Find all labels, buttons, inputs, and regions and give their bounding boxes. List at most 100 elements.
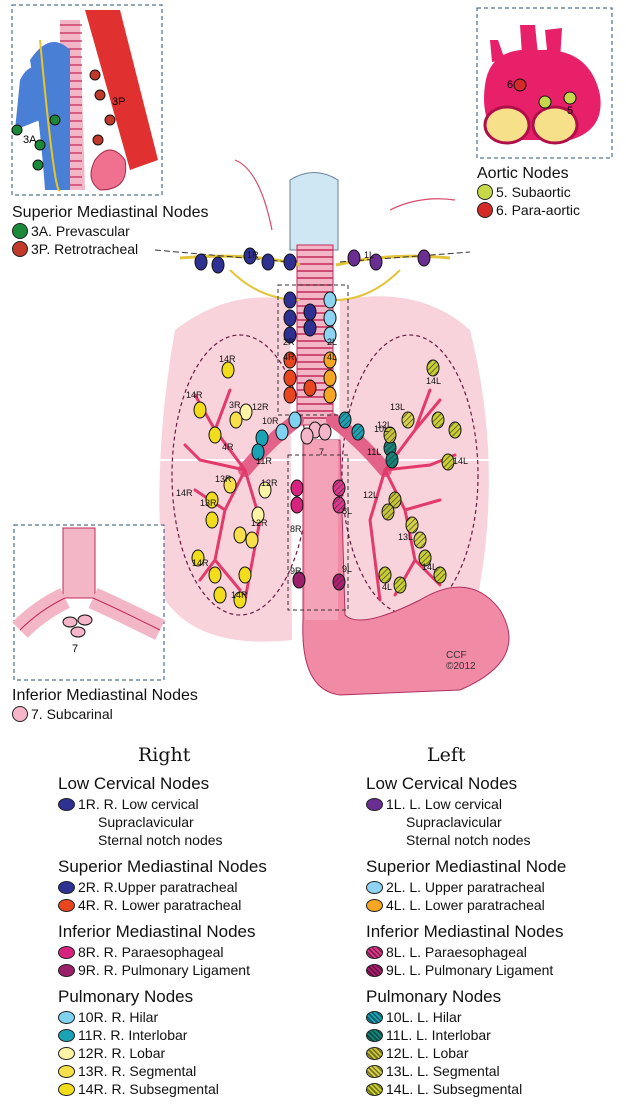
station-label: 12R xyxy=(261,478,278,488)
station-label: 10R xyxy=(262,416,279,426)
credit-year: ©2012 xyxy=(446,661,476,672)
lymph-node-marker xyxy=(432,412,444,428)
legend-item: 1R. R. Low cervical xyxy=(58,795,348,813)
station-label: 7 xyxy=(319,447,324,457)
legend-item-label: 10L. L. Hilar xyxy=(386,1008,461,1026)
legend-item: 2L. L. Upper paratracheal xyxy=(366,878,626,896)
station-label: 14L xyxy=(426,376,441,386)
lymph-node-marker xyxy=(212,257,224,273)
legend-section-title: Pulmonary Nodes xyxy=(58,987,348,1007)
lymph-node-marker xyxy=(301,428,313,444)
legend-item-label: 12R. R. Lobar xyxy=(78,1044,165,1062)
aortic-inset: 6 5 xyxy=(477,8,612,158)
legend-item-label: 13L. L. Segmental xyxy=(386,1062,500,1080)
inset-label-6: 6 xyxy=(507,79,513,91)
station-label: 13L xyxy=(390,402,405,412)
legend-swatch xyxy=(366,1047,383,1060)
station-label: 2R xyxy=(283,337,295,347)
legend-section-title: Low Cervical Nodes xyxy=(366,774,626,794)
inset-label-7: 7 xyxy=(72,643,78,655)
lymph-node-marker xyxy=(209,427,221,443)
legend-item: 11R. R. Interlobar xyxy=(58,1026,348,1044)
legend-item: 13R. R. Segmental xyxy=(58,1062,348,1080)
legend-item: 10L. L. Hilar xyxy=(366,1008,626,1026)
lymph-node-marker xyxy=(230,412,242,428)
station-label: 14R xyxy=(219,354,236,364)
lymph-node-marker xyxy=(234,527,246,543)
legend-item: 14L. L. Subsegmental xyxy=(366,1080,626,1098)
lymph-node-marker xyxy=(206,512,218,528)
legend-swatch xyxy=(366,946,383,959)
lymph-node-marker xyxy=(239,567,251,583)
lymph-node-marker xyxy=(284,292,296,308)
station-label: 13L xyxy=(398,532,413,542)
legend-swatch xyxy=(58,899,75,912)
legend-section-title: Pulmonary Nodes xyxy=(366,987,626,1007)
inferior-mediastinal-overlay-legend: Inferior Mediastinal Nodes 7. Subcarinal xyxy=(12,686,198,723)
lymph-node-marker xyxy=(194,402,206,418)
lymph-node-marker xyxy=(324,310,336,326)
legend-swatch xyxy=(366,1065,383,1078)
station-label: 1R xyxy=(247,250,259,260)
legend-swatch xyxy=(366,964,383,977)
legend-item-label: 9R. R. Pulmonary Ligament xyxy=(78,961,250,979)
station-label: 12R xyxy=(251,518,268,528)
legend-section-title: Inferior Mediastinal Nodes xyxy=(366,922,626,942)
station-label: 14R xyxy=(192,558,209,568)
station-label: 10L xyxy=(374,424,389,434)
station-label: 12L xyxy=(363,490,378,500)
legend-section: Superior Mediastinal Node2L. L. Upper pa… xyxy=(366,857,626,914)
station-label: 13R xyxy=(200,498,217,508)
legend-item: 9R. R. Pulmonary Ligament xyxy=(58,961,348,979)
station-label: 8L xyxy=(342,506,352,516)
inset-label-3a: 3A xyxy=(23,134,37,146)
legend-item-label: 1L. L. Low cervical xyxy=(386,795,502,813)
heading-right: Right xyxy=(138,744,190,766)
legend-swatch xyxy=(58,1011,75,1024)
credit-org: CCF xyxy=(446,650,476,661)
lymph-node-marker xyxy=(262,254,274,270)
legend-dot-3a xyxy=(12,223,28,239)
legend-item: 4L. L. Lower paratracheal xyxy=(366,896,626,914)
lymph-node-marker xyxy=(319,424,331,440)
superior-mediastinal-overlay-legend: Superior Mediastinal Nodes 3A. Prevascul… xyxy=(12,203,209,258)
lymph-node-marker xyxy=(209,567,221,583)
legend-item-label: 13R. R. Segmental xyxy=(78,1062,196,1080)
legend-item-sublabel: Supraclavicular xyxy=(58,813,348,831)
legend-label-6: 6. Para-aortic xyxy=(496,201,580,219)
lymph-node-marker xyxy=(276,424,288,440)
legend-item-label: 2R. R.Upper paratracheal xyxy=(78,878,238,896)
legend-section-title: Superior Mediastinal Node xyxy=(366,857,626,877)
legend-section-title: Inferior Mediastinal Nodes xyxy=(58,922,348,942)
aortic-overlay-title: Aortic Nodes xyxy=(477,164,580,183)
legend-item: 2R. R.Upper paratracheal xyxy=(58,878,348,896)
station-label: 8R xyxy=(290,524,302,534)
lymph-node-marker xyxy=(304,304,316,320)
legend-swatch xyxy=(366,1011,383,1024)
legend-label-3p: 3P. Retrotracheal xyxy=(31,240,138,258)
lymph-node-marker xyxy=(414,532,426,548)
inset-label-3p: 3P xyxy=(112,96,125,108)
legend-swatch xyxy=(366,899,383,912)
legend-item-label: 8R. R. Paraesophageal xyxy=(78,943,224,961)
lymph-node-marker xyxy=(333,480,345,496)
station-label: 13R xyxy=(215,474,232,484)
legend-item-label: 14L. L. Subsegmental xyxy=(386,1080,522,1098)
station-label: 4R xyxy=(222,442,234,452)
legend-swatch xyxy=(58,881,75,894)
legend-item: 11L. L. Interlobar xyxy=(366,1026,626,1044)
lymph-node-marker xyxy=(333,574,345,590)
lymph-node-marker xyxy=(382,504,394,520)
station-label: 4L xyxy=(382,582,392,592)
station-label: 2L xyxy=(327,337,337,347)
station-label: 14R xyxy=(186,390,203,400)
legend-swatch xyxy=(58,1029,75,1042)
legend-item-label: 12L. L. Lobar xyxy=(386,1044,469,1062)
legend-swatch xyxy=(366,1029,383,1042)
legend-item: 12R. R. Lobar xyxy=(58,1044,348,1062)
lymph-node-marker xyxy=(284,254,296,270)
lymph-node-marker xyxy=(284,310,296,326)
